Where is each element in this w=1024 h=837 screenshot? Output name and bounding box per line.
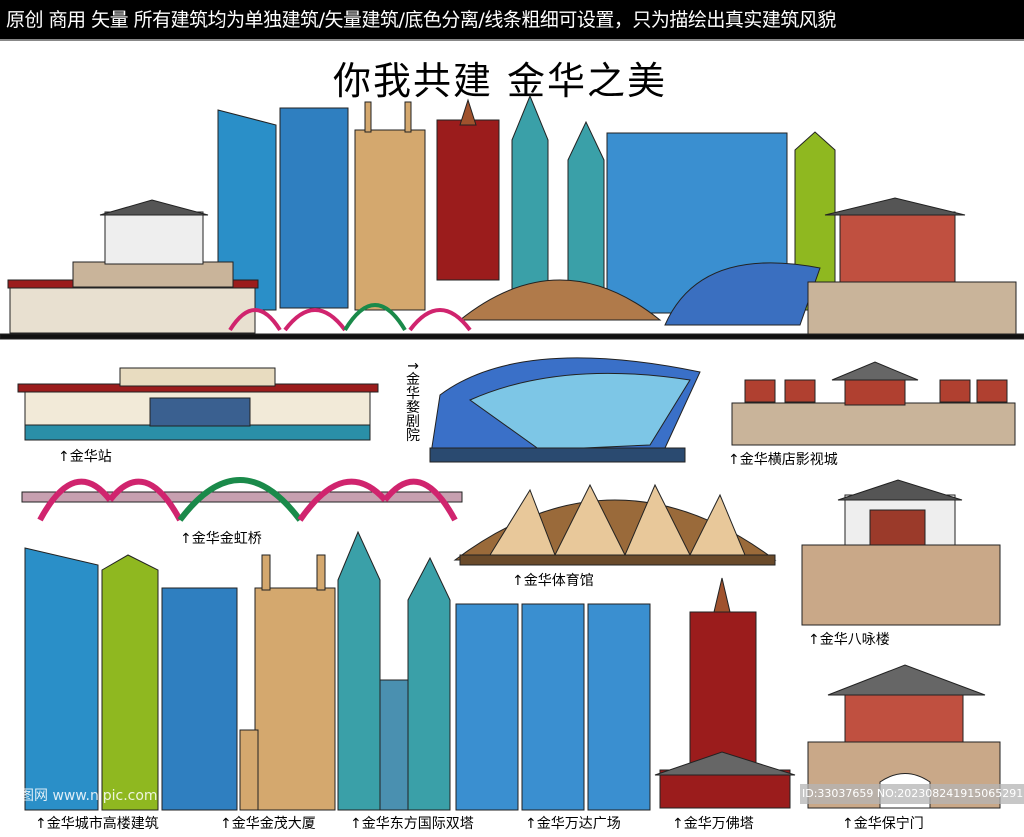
skyline-jinmao xyxy=(354,129,426,311)
header-banner: 原创 商用 矢量 所有建筑均为单独建筑/矢量建筑/底色分离/线条粗细可设置，只为… xyxy=(0,0,1024,41)
theater-illustration xyxy=(429,357,701,463)
skyline-hengdian xyxy=(807,281,1017,335)
label-dongfang: ↑金华东方国际双塔 xyxy=(350,816,474,832)
jinmao-illustration xyxy=(239,554,336,811)
label-wanfo: ↑金华万佛塔 xyxy=(672,816,754,832)
hengdian-illustration xyxy=(731,361,1016,446)
label-wanda: ↑金华万达广场 xyxy=(525,816,621,832)
skyline-stadium xyxy=(458,279,662,321)
watermark-site: 昵图网 www.nipic.com xyxy=(6,788,158,804)
skyline-twin-tower-2 xyxy=(567,120,605,291)
skyline-station xyxy=(9,282,256,334)
city-towers-illustration xyxy=(24,547,238,811)
bayong-illustration xyxy=(801,479,1001,626)
skyline-panorama xyxy=(0,94,1024,340)
skyline-tower-blue xyxy=(279,107,349,309)
skyline-bayong xyxy=(72,261,234,288)
bridge-illustration xyxy=(21,477,463,522)
skyline-tower-blue-slant xyxy=(217,109,277,311)
label-jinmao: ↑金华金茂大厦 xyxy=(220,816,316,832)
label-baoning: ↑金华保宁门 xyxy=(842,816,924,832)
label-city-towers: ↑金华城市高楼建筑 xyxy=(35,816,159,832)
poster-title: 你我共建 金华之美 xyxy=(332,59,668,103)
label-theater: ↑金华婺剧院 xyxy=(404,360,420,442)
stadium-illustration xyxy=(453,483,777,566)
label-bayong: ↑金华八咏楼 xyxy=(808,632,890,648)
watermark-id: ID:33037659 NO:20230824191506529104 xyxy=(800,784,1024,804)
label-station: ↑金华站 xyxy=(58,449,112,465)
skyline-pagoda xyxy=(436,119,500,281)
wanda-illustration xyxy=(455,603,651,811)
skyline-theater xyxy=(664,262,821,326)
label-stadium: ↑金华体育馆 xyxy=(512,573,594,589)
station-illustration xyxy=(17,367,379,441)
label-hengdian: ↑金华横店影视城 xyxy=(728,452,838,468)
label-bridge: ↑金华金虹桥 xyxy=(180,531,262,547)
skyline-twin-tower-1 xyxy=(511,94,549,301)
wanfo-illustration xyxy=(654,577,796,809)
dongfang-illustration xyxy=(337,530,451,811)
